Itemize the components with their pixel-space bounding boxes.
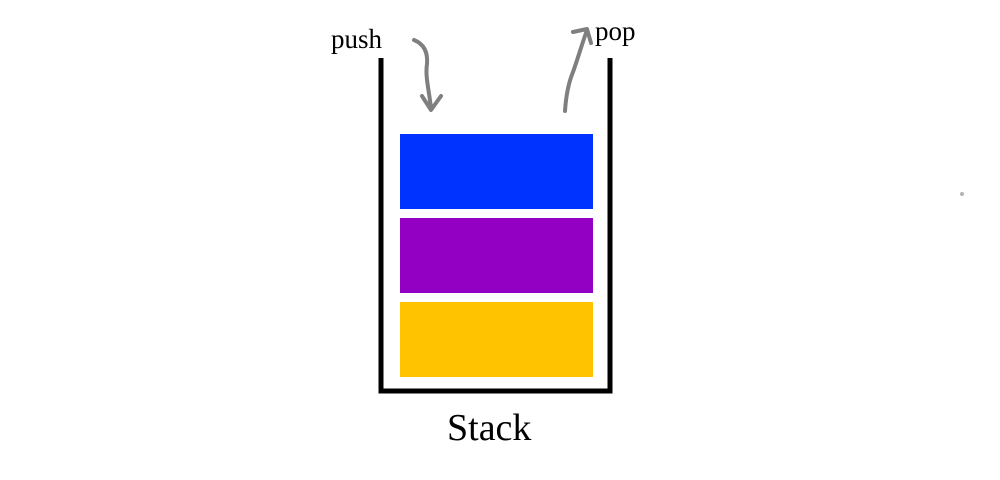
stack-item-top — [400, 134, 593, 209]
stack-container — [378, 58, 613, 394]
pop-arrow-icon — [563, 27, 593, 113]
stack-item-bottom — [400, 302, 593, 377]
pop-label: pop — [595, 16, 636, 46]
push-arrow-icon — [412, 38, 443, 112]
push-label: push — [331, 24, 383, 54]
stray-dot — [960, 192, 964, 196]
stack-item-middle — [400, 218, 593, 293]
stack-title: Stack — [447, 407, 532, 449]
